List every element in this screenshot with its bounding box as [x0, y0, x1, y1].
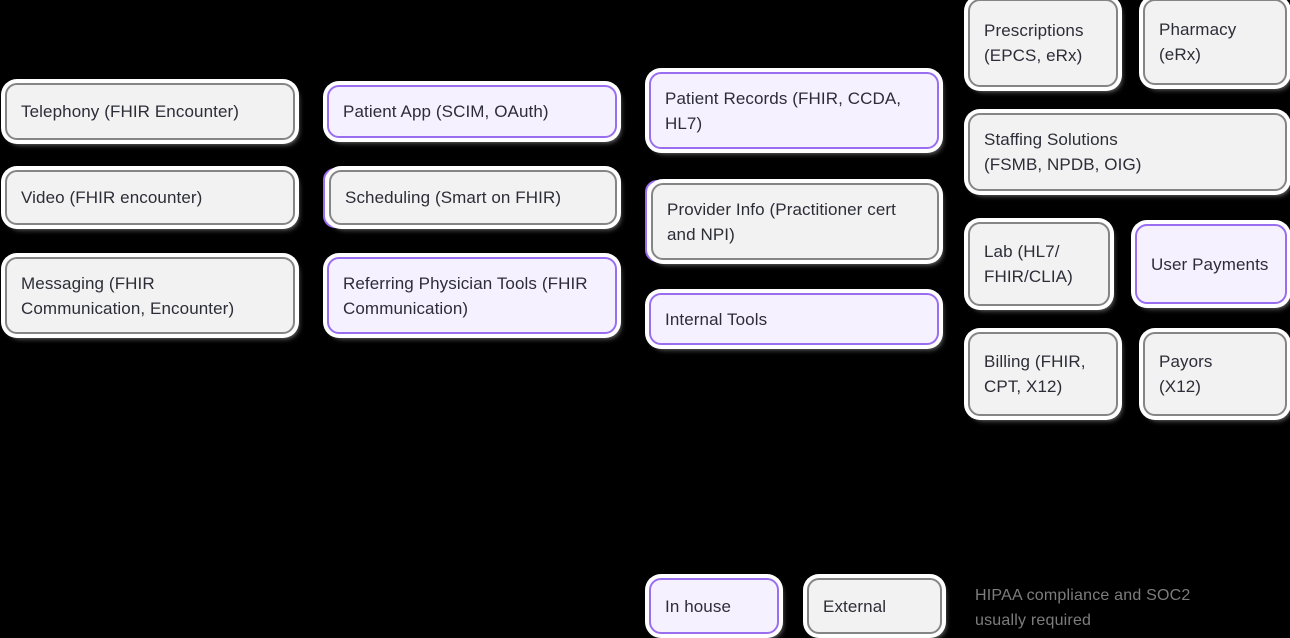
node-referring-physician-tools[interactable]: Referring Physician Tools (FHIR Communic… — [327, 257, 617, 334]
node-patient-records[interactable]: Patient Records (FHIR, CCDA, HL7) — [649, 72, 939, 149]
node-label: Video (FHIR encounter) — [21, 188, 203, 207]
legend-in-house[interactable]: In house — [649, 578, 779, 634]
node-label: Billing (FHIR, CPT, X12) — [984, 352, 1086, 396]
legend-external[interactable]: External — [807, 578, 942, 634]
node-label: Referring Physician Tools (FHIR Communic… — [343, 273, 588, 318]
node-pharmacy[interactable]: Pharmacy (eRx) — [1143, 0, 1287, 85]
node-scheduling[interactable]: Scheduling (Smart on FHIR) — [329, 170, 617, 225]
node-telephony[interactable]: Telephony (FHIR Encounter) — [5, 83, 295, 140]
node-label: Telephony (FHIR Encounter) — [21, 102, 240, 121]
node-internal-tools[interactable]: Internal Tools — [649, 293, 939, 345]
node-patient-app[interactable]: Patient App (SCIM, OAuth) — [327, 85, 617, 138]
node-user-payments[interactable]: User Payments — [1135, 224, 1287, 304]
node-staffing-solutions[interactable]: Staffing Solutions (FSMB, NPDB, OIG) — [968, 113, 1287, 191]
node-prescriptions[interactable]: Prescriptions (EPCS, eRx) — [968, 0, 1118, 87]
node-label: Internal Tools — [665, 309, 768, 329]
node-label: Pharmacy (eRx) — [1159, 20, 1237, 64]
node-label: Provider Info (Practitioner cert and NPI… — [667, 199, 897, 244]
node-label: Patient Records (FHIR, CCDA, HL7) — [665, 88, 902, 133]
node-payors[interactable]: Payors (X12) — [1143, 332, 1287, 416]
node-label: User Payments — [1151, 254, 1269, 274]
node-lab[interactable]: Lab (HL7/ FHIR/CLIA) — [968, 222, 1110, 306]
compliance-note: HIPAA compliance and SOC2 usually requir… — [975, 587, 1191, 629]
legend-external-label: External — [823, 596, 887, 616]
node-billing[interactable]: Billing (FHIR, CPT, X12) — [968, 332, 1118, 416]
node-label: Staffing Solutions (FSMB, NPDB, OIG) — [984, 130, 1142, 174]
node-provider-info[interactable]: Provider Info (Practitioner cert and NPI… — [651, 183, 939, 260]
node-video[interactable]: Video (FHIR encounter) — [5, 170, 295, 225]
node-messaging[interactable]: Messaging (FHIR Communication, Encounter… — [5, 257, 295, 334]
node-label: Payors (X12) — [1159, 352, 1213, 396]
node-label: Lab (HL7/ FHIR/CLIA) — [984, 242, 1073, 286]
node-label: Messaging (FHIR Communication, Encounter… — [21, 273, 235, 318]
node-label: Scheduling (Smart on FHIR) — [345, 188, 562, 207]
node-label: Patient App (SCIM, OAuth) — [343, 102, 549, 121]
node-label: Prescriptions (EPCS, eRx) — [984, 21, 1084, 65]
legend-in-house-label: In house — [665, 596, 732, 616]
